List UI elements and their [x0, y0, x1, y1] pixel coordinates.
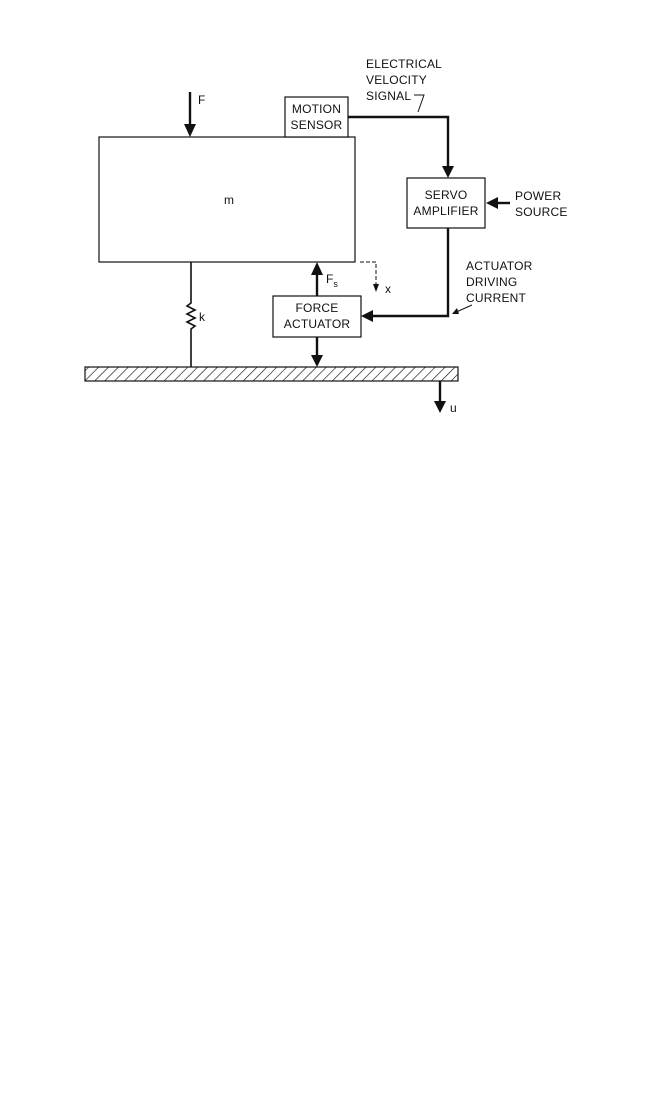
driving-current-leader-head — [452, 308, 459, 314]
driving-current-label-line2: DRIVING — [466, 275, 517, 289]
velocity-signal-label-line1: ELECTRICAL — [366, 57, 442, 71]
power-source-arrowhead — [486, 197, 498, 209]
spring-label: k — [199, 310, 206, 324]
spring — [187, 262, 195, 367]
servo-amplifier-label-line1: SERVO — [425, 188, 468, 202]
servo-amplifier-block — [407, 178, 485, 228]
power-source-label-line2: SOURCE — [515, 205, 568, 219]
velocity-signal-label-line2: VELOCITY — [366, 73, 427, 87]
mass-label: m — [224, 193, 234, 207]
mass-displacement-arrowhead — [373, 284, 379, 292]
ground-displacement-arrowhead — [434, 401, 446, 413]
motion-sensor-label-line1: MOTION — [292, 102, 341, 116]
driving-current-line — [372, 228, 448, 316]
force-actuator-label-line1: FORCE — [296, 301, 339, 315]
velocity-signal-label-line3: SIGNAL — [366, 89, 411, 103]
ground-displacement-label: u — [450, 401, 457, 415]
ground-base — [85, 367, 458, 381]
actuator-ground-arrowhead — [311, 355, 323, 367]
mass-displacement-line — [360, 262, 376, 285]
driving-current-arrowhead — [361, 310, 373, 322]
velocity-signal-leader — [414, 95, 424, 112]
servo-force-label-subscript: s — [333, 279, 338, 289]
force-actuator-label-line2: ACTUATOR — [284, 317, 351, 331]
servo-force-label: Fs — [326, 272, 338, 289]
mass-displacement-label: x — [385, 282, 391, 296]
servo-force-label-main: F — [326, 272, 333, 286]
power-source-label-line1: POWER — [515, 189, 561, 203]
motion-sensor-label-line2: SENSOR — [291, 118, 343, 132]
servo-amplifier-label-line2: AMPLIFIER — [413, 204, 478, 218]
applied-force-arrowhead — [184, 124, 196, 137]
driving-current-label-line1: ACTUATOR — [466, 259, 533, 273]
servo-force-arrowhead — [311, 262, 323, 275]
applied-force-label: F — [198, 93, 205, 107]
velocity-signal-line — [348, 117, 448, 167]
velocity-signal-arrowhead — [442, 166, 454, 178]
driving-current-label-line3: CURRENT — [466, 291, 527, 305]
